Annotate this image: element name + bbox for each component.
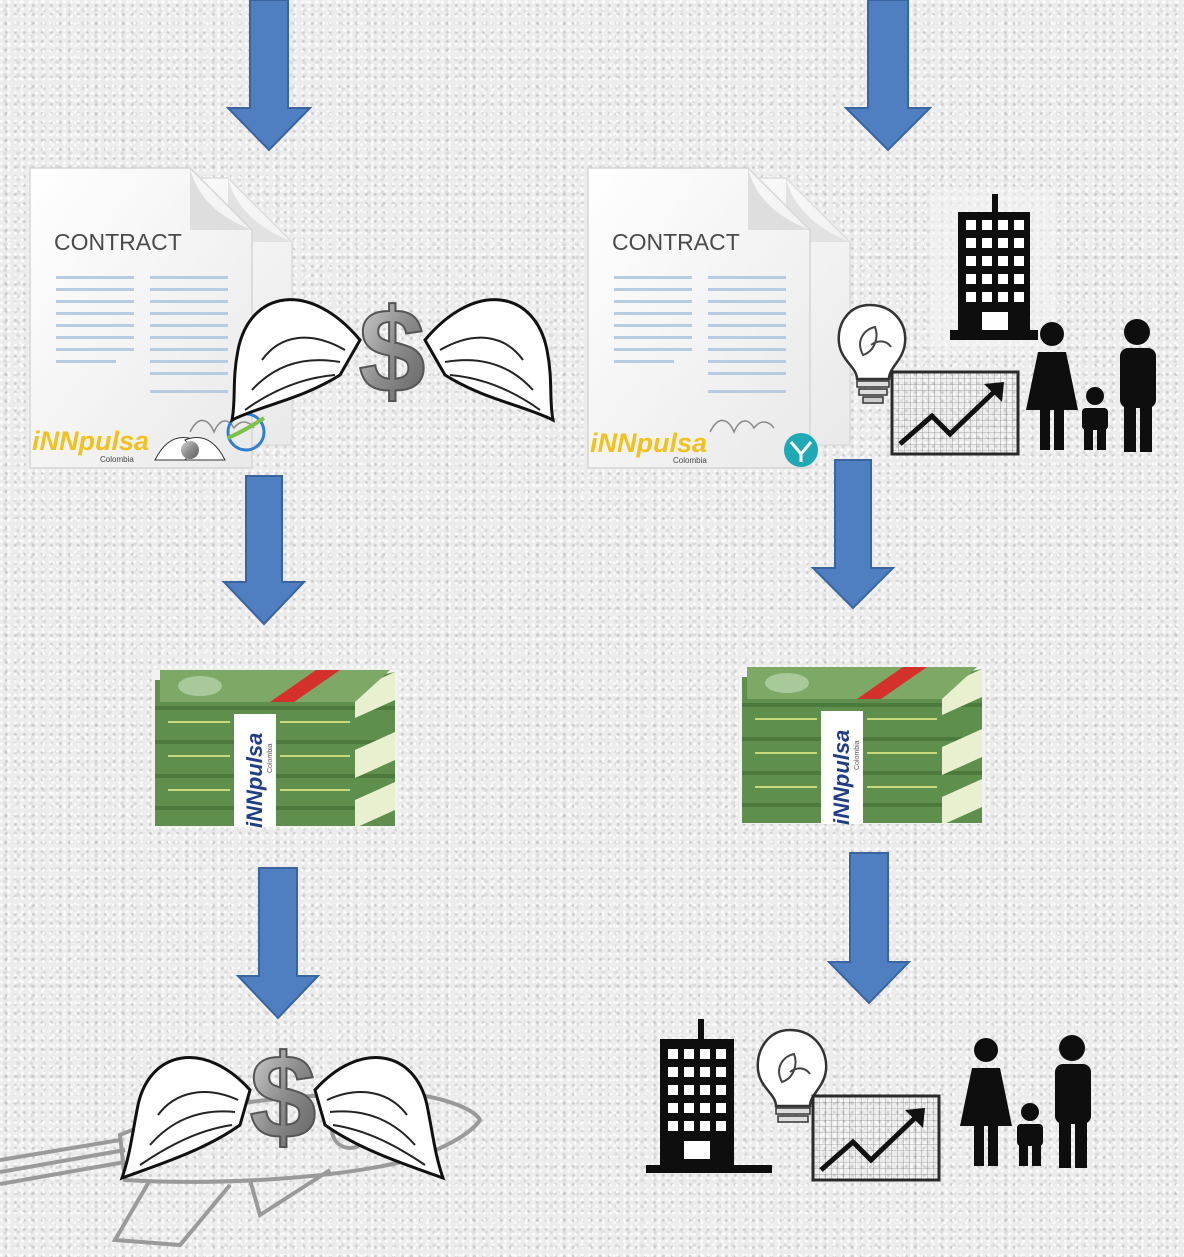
building-icon: [930, 190, 1055, 350]
contract-left-title: CONTRACT: [54, 229, 182, 255]
contract-right-title: CONTRACT: [612, 229, 740, 255]
signature-mark: [189, 419, 255, 434]
arrow-left-2: [221, 475, 307, 626]
growth-chart-icon: [811, 1094, 941, 1182]
dollar-symbol: $: [250, 1030, 317, 1164]
winged-dollar-icon: $: [119, 1029, 446, 1181]
innpulsa-vertical-logo: iNNpulsa Colombia: [829, 730, 861, 825]
growth-chart-icon: [890, 370, 1020, 456]
contract-left: CONTRACT iNNpulsa Colombia: [29, 167, 293, 469]
family-icon: [1026, 319, 1156, 452]
lightbulb-icon: [756, 1028, 828, 1123]
family-icon: [960, 1035, 1091, 1168]
contract-right-text-lines: [614, 276, 786, 393]
svg-text:Colombia: Colombia: [267, 743, 274, 773]
svg-text:Colombia: Colombia: [854, 740, 861, 770]
innpulsa-logo: iNNpulsa Colombia: [590, 428, 707, 465]
svg-text:iNNpulsa: iNNpulsa: [32, 426, 149, 456]
contract-right: CONTRACT iNNpulsa Colombia: [587, 167, 851, 469]
svg-text:Colombia: Colombia: [673, 456, 707, 465]
building-icon: [646, 1019, 772, 1173]
arrow-right-2: [810, 459, 896, 610]
teal-logo-icon: [784, 433, 818, 467]
money-stack-right: iNNpulsa Colombia: [739, 667, 985, 825]
svg-text:Colombia: Colombia: [100, 455, 134, 464]
arrow-left-3: [235, 867, 321, 1020]
dollar-symbol: $: [359, 284, 426, 418]
innpulsa-vertical-logo: iNNpulsa Colombia: [242, 733, 274, 828]
mini-winged-dollar-icon: [154, 437, 226, 461]
arrow-right-3: [826, 852, 912, 1005]
money-stack-left: iNNpulsa Colombia: [152, 670, 398, 828]
arrow-left-1: [225, 0, 313, 152]
winged-dollar-icon: $: [229, 283, 556, 423]
svg-text:iNNpulsa: iNNpulsa: [242, 733, 267, 828]
svg-text:iNNpulsa: iNNpulsa: [829, 730, 854, 825]
arrow-right-1: [843, 0, 933, 152]
svg-text:iNNpulsa: iNNpulsa: [590, 428, 707, 458]
lightbulb-icon: [837, 303, 907, 404]
contract-left-text-lines: [56, 276, 228, 393]
signature-mark: [709, 419, 775, 434]
innpulsa-logo: iNNpulsa Colombia: [32, 426, 149, 464]
